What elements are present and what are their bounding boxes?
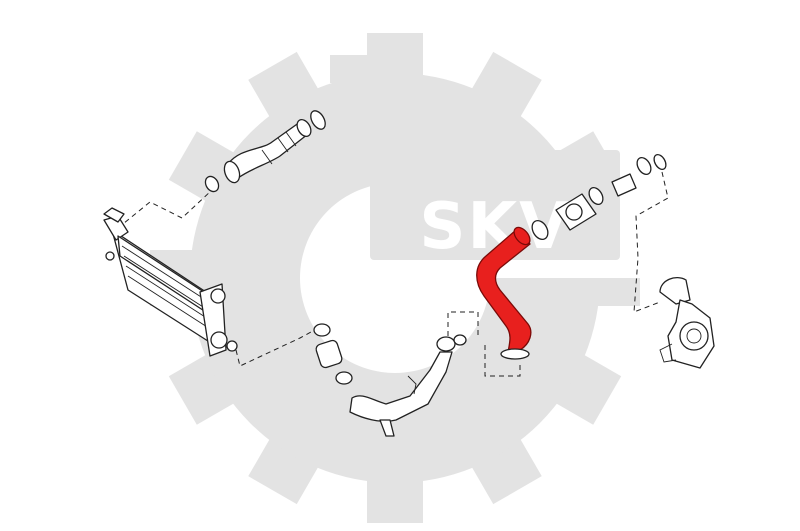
e-bar-top	[330, 55, 405, 83]
upper-intercooler-hose	[204, 110, 326, 193]
dash-pipe-hose	[447, 311, 479, 336]
dash-intercooler-upper	[117, 189, 213, 229]
dash-turbo	[633, 171, 669, 313]
brand-plate	[370, 150, 620, 260]
turbocharger	[659, 277, 715, 369]
highlighted-turbo-hose	[476, 226, 532, 360]
dash-hose-clamp	[484, 345, 521, 377]
e-bar-middle	[330, 100, 405, 128]
connection-lines	[117, 171, 669, 377]
intercooler	[103, 207, 238, 357]
watermark-gear-logo: SKV	[150, 33, 640, 523]
dash-intercooler-lower	[235, 325, 323, 367]
throttle-connector	[531, 153, 667, 240]
lower-intercooler-pipe	[313, 323, 467, 437]
